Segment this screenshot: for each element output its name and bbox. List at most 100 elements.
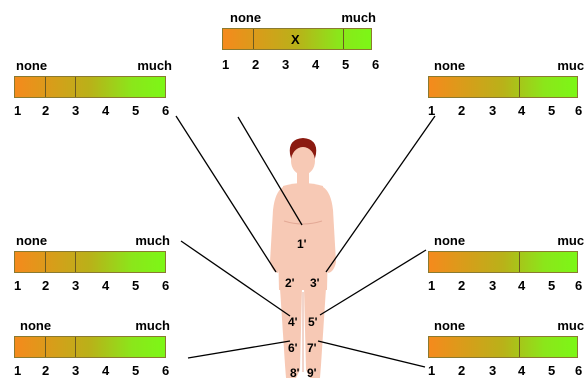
scale-low-label: none [20, 318, 52, 333]
bar-divider [519, 337, 520, 357]
rating-bar[interactable] [14, 251, 166, 273]
scale-numbers: 1 2 3 4 5 6 [14, 363, 174, 378]
scale-number: 1 [428, 278, 436, 293]
zone-label: 6' [288, 341, 298, 355]
rating-bar[interactable] [428, 76, 578, 98]
pointer-line [237, 116, 303, 226]
right-leg [304, 288, 326, 378]
scale-number: 2 [458, 103, 466, 118]
scale-number: 5 [132, 278, 140, 293]
zone-label: 2' [285, 276, 295, 290]
zone-label: 8' [290, 366, 300, 380]
scale-low-label: none [16, 233, 48, 248]
scale-number: 1 [14, 278, 22, 293]
bar-divider [75, 252, 76, 272]
scale-number: 4 [102, 103, 110, 118]
scale-number: 6 [162, 363, 170, 378]
scale-number: 6 [575, 363, 583, 378]
scale-number: 1 [428, 103, 436, 118]
scale-number: 5 [548, 363, 556, 378]
scale-number: 2 [42, 363, 50, 378]
scale-number: 5 [548, 103, 556, 118]
scale-numbers: 1 2 3 4 5 6 [428, 363, 584, 378]
scale-number: 2 [42, 103, 50, 118]
scale-number: 4 [102, 278, 110, 293]
left-leg [280, 288, 302, 378]
scale-high-label: much [137, 58, 172, 73]
scale-high-label: much [557, 58, 584, 73]
scale-number: 5 [132, 103, 140, 118]
scale-number: 6 [372, 57, 380, 72]
scale-number: 3 [489, 278, 497, 293]
rating-bar[interactable] [14, 76, 166, 98]
scale-number: 3 [489, 103, 497, 118]
scale-low-label: none [434, 318, 466, 333]
rating-bar[interactable] [428, 251, 578, 273]
bar-divider [519, 77, 520, 97]
bar-divider [45, 77, 46, 97]
scale-number: 4 [102, 363, 110, 378]
rating-bar[interactable] [428, 336, 578, 358]
scale-number: 4 [518, 103, 526, 118]
scale-number: 5 [132, 363, 140, 378]
scale-number: 3 [72, 103, 80, 118]
pointer-line [319, 249, 427, 316]
pelvis [278, 245, 328, 290]
scale-number: 3 [489, 363, 497, 378]
zone-label: 9' [307, 366, 317, 380]
torso [278, 183, 328, 245]
scale-number: 5 [342, 57, 350, 72]
bar-divider [519, 252, 520, 272]
scale-number: 3 [72, 363, 80, 378]
zone-label: 3' [310, 276, 320, 290]
scale-numbers: 1 2 3 4 5 6 [428, 103, 584, 118]
zone-label: 4' [288, 315, 298, 329]
pointer-line [175, 115, 277, 273]
scale-numbers: 1 2 3 4 5 6 [428, 278, 584, 293]
selected-mark: X [291, 32, 300, 47]
head [291, 147, 315, 175]
pointer-lines [175, 115, 436, 368]
scale-number: 6 [575, 103, 583, 118]
scale-number: 1 [222, 57, 230, 72]
scale-numbers: 1 2 3 4 5 6 [14, 278, 174, 293]
scale-number: 2 [252, 57, 260, 72]
rating-bar[interactable]: X [222, 28, 372, 50]
scale-high-label: much [557, 233, 584, 248]
scale-numbers: 1 2 3 4 5 6 [222, 57, 382, 72]
scale-number: 6 [575, 278, 583, 293]
scale-number: 3 [282, 57, 290, 72]
bar-divider [253, 29, 254, 49]
scale-low-label: none [230, 10, 262, 25]
zone-label: 5' [308, 315, 318, 329]
pointer-line [325, 115, 436, 273]
scale-high-label: much [135, 233, 170, 248]
scale-low-label: none [434, 233, 466, 248]
bar-divider [45, 337, 46, 357]
zone-label: 1' [297, 237, 307, 251]
neck [297, 172, 309, 184]
scale-number: 2 [458, 363, 466, 378]
scale-number: 1 [428, 363, 436, 378]
scale-high-label: much [341, 10, 376, 25]
scale-number: 3 [72, 278, 80, 293]
scale-high-label: much [557, 318, 584, 333]
bar-divider [343, 29, 344, 49]
bar-divider [75, 337, 76, 357]
scale-number: 6 [162, 278, 170, 293]
bar-divider [45, 252, 46, 272]
scale-number: 2 [458, 278, 466, 293]
scale-number: 2 [42, 278, 50, 293]
rating-bar[interactable] [14, 336, 166, 358]
zone-label: 7' [307, 341, 317, 355]
waist-line [283, 220, 323, 225]
pointer-line [317, 340, 426, 368]
scale-number: 1 [14, 103, 22, 118]
scale-number: 4 [312, 57, 320, 72]
pointer-line [187, 340, 291, 359]
scale-number: 4 [518, 363, 526, 378]
scale-numbers: 1 2 3 4 5 6 [14, 103, 174, 118]
scale-number: 1 [14, 363, 22, 378]
scale-low-label: none [434, 58, 466, 73]
